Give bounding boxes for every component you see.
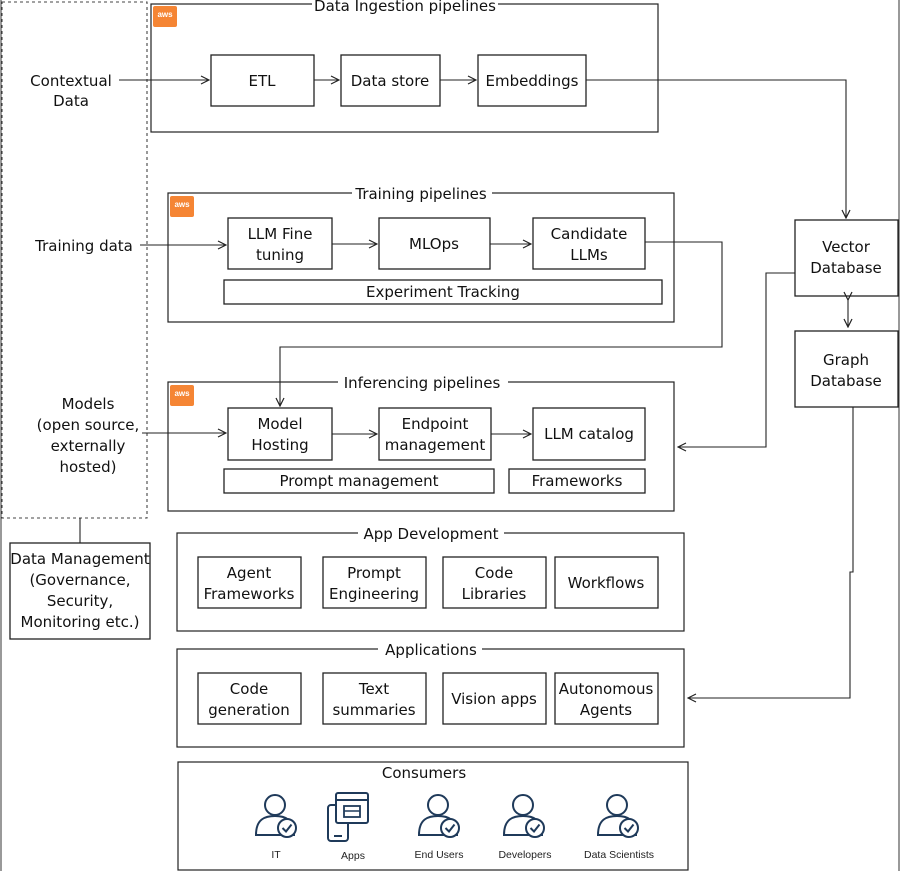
llm-fine-tuning-line2: tuning: [256, 246, 304, 264]
aws-badge-ingestion: aws: [153, 6, 177, 27]
candidate-to-hosting-arrow: [280, 241, 723, 406]
graph-database-line1: Graph: [823, 351, 869, 369]
experiment-tracking-label: Experiment Tracking: [366, 283, 520, 301]
etl-label: ETL: [249, 72, 277, 90]
graph-database-box: [794, 330, 899, 408]
applications-title-bg: [378, 643, 482, 655]
vector-database-line1: Vector: [822, 238, 871, 256]
models-label-line4: hosted): [60, 458, 117, 476]
code-libraries-line2: Libraries: [462, 585, 527, 603]
applications-title: Applications: [385, 641, 477, 659]
contextual-data-label-line2: Data: [53, 92, 89, 110]
data-ingestion-title: Data Ingestion pipelines: [314, 0, 496, 15]
models-label-line1: Models: [62, 395, 115, 413]
etl-box: [210, 54, 315, 107]
workflows-box: [554, 556, 659, 609]
experiment-tracking-box: [223, 279, 663, 305]
embeddings-label: Embeddings: [486, 72, 579, 90]
candidate-llms-line1: Candidate: [551, 225, 628, 243]
data-management-box: [9, 542, 151, 640]
data-ingestion-title-bg: [312, 0, 498, 12]
aws-badge-ingestion-text: aws: [157, 10, 173, 19]
data-management-line2: (Governance,: [29, 571, 130, 589]
agent-frameworks-line1: Agent: [227, 564, 272, 582]
consumer-label-developers: Developers: [498, 849, 551, 861]
prompt-engineering-box: [322, 556, 427, 609]
contextual-data-label-line1: Contextual: [30, 72, 112, 90]
consumer-label-apps: Apps: [341, 850, 365, 862]
code-generation-line1: Code: [230, 680, 268, 698]
consumer-label-it: IT: [271, 849, 281, 861]
consumer-label-data-scientists: Data Scientists: [584, 849, 654, 861]
inferencing-title: Inferencing pipelines: [344, 374, 501, 392]
aws-badge-training-text: aws: [174, 200, 190, 209]
autonomous-agents-box: [554, 672, 659, 725]
apps-icon: [327, 792, 369, 842]
models-label-line2: (open source,: [37, 416, 140, 434]
inferencing-title-bg: [338, 376, 508, 388]
frameworks-box: [508, 468, 646, 494]
app-development-title: App Development: [363, 525, 498, 543]
model-hosting-line2: Hosting: [251, 436, 308, 454]
frameworks-label: Frameworks: [532, 472, 623, 490]
llm-fine-tuning-box: [227, 217, 333, 270]
app-development-title-bg: [358, 527, 504, 539]
text-summaries-line2: summaries: [332, 701, 415, 719]
vector-database-line2: Database: [810, 259, 882, 277]
models-label-line3: externally: [51, 437, 126, 455]
text-summaries-line1: Text: [358, 680, 389, 698]
data-store-label: Data store: [351, 72, 430, 90]
training-title-bg: [352, 187, 492, 199]
text-summaries-box: [322, 672, 427, 725]
graph-to-applications-arrow: [688, 407, 854, 698]
model-hosting-box: [227, 407, 333, 461]
consumer-label-end-users: End Users: [414, 849, 463, 861]
candidate-llms-line2: LLMs: [570, 246, 608, 264]
data-management-line1: Data Management: [10, 550, 150, 568]
data-management-line3: Security,: [47, 592, 113, 610]
vector-to-inferencing-arrow: [678, 272, 795, 447]
embeddings-box: [477, 54, 587, 107]
training-title: Training pipelines: [354, 185, 486, 203]
prompt-engineering-line2: Engineering: [329, 585, 419, 603]
mlops-label: MLOps: [409, 235, 459, 253]
prompt-engineering-line1: Prompt: [347, 564, 401, 582]
aws-badge-inferencing-text: aws: [174, 389, 190, 398]
prompt-management-label: Prompt management: [279, 472, 438, 490]
consumers-title: Consumers: [382, 764, 466, 782]
endpoint-management-line1: Endpoint: [402, 415, 469, 433]
training-data-label: Training data: [34, 237, 133, 255]
llm-catalog-box: [532, 407, 646, 461]
code-generation-box: [197, 672, 302, 725]
data-management-line4: Monitoring etc.): [21, 613, 140, 631]
prompt-management-box: [223, 468, 495, 494]
agent-frameworks-line2: Frameworks: [204, 585, 295, 603]
aws-badge-inferencing: aws: [170, 385, 194, 406]
llm-catalog-label: LLM catalog: [544, 425, 634, 443]
agent-frameworks-box: [197, 556, 302, 609]
model-hosting-line1: Model: [257, 415, 302, 433]
code-libraries-line1: Code: [475, 564, 513, 582]
endpoint-management-line2: management: [385, 436, 486, 454]
embeddings-to-vector-arrow: [586, 79, 846, 218]
code-libraries-box: [442, 556, 547, 609]
autonomous-agents-line2: Agents: [580, 701, 632, 719]
llm-fine-tuning-line1: LLM Fine: [248, 225, 313, 243]
vision-apps-label: Vision apps: [451, 690, 537, 708]
graph-database-line2: Database: [810, 372, 882, 390]
vector-database-box: [794, 219, 899, 297]
vision-apps-box: [442, 672, 547, 725]
candidate-llms-box: [532, 217, 646, 270]
data-management-group: [1, 1, 148, 519]
autonomous-agents-line1: Autonomous: [559, 680, 654, 698]
workflows-label: Workflows: [568, 574, 645, 592]
data-store-box: [340, 54, 441, 107]
aws-badge-training: aws: [170, 196, 194, 217]
connectors: [119, 79, 854, 698]
endpoint-management-box: [378, 407, 492, 461]
code-generation-line2: generation: [208, 701, 290, 719]
